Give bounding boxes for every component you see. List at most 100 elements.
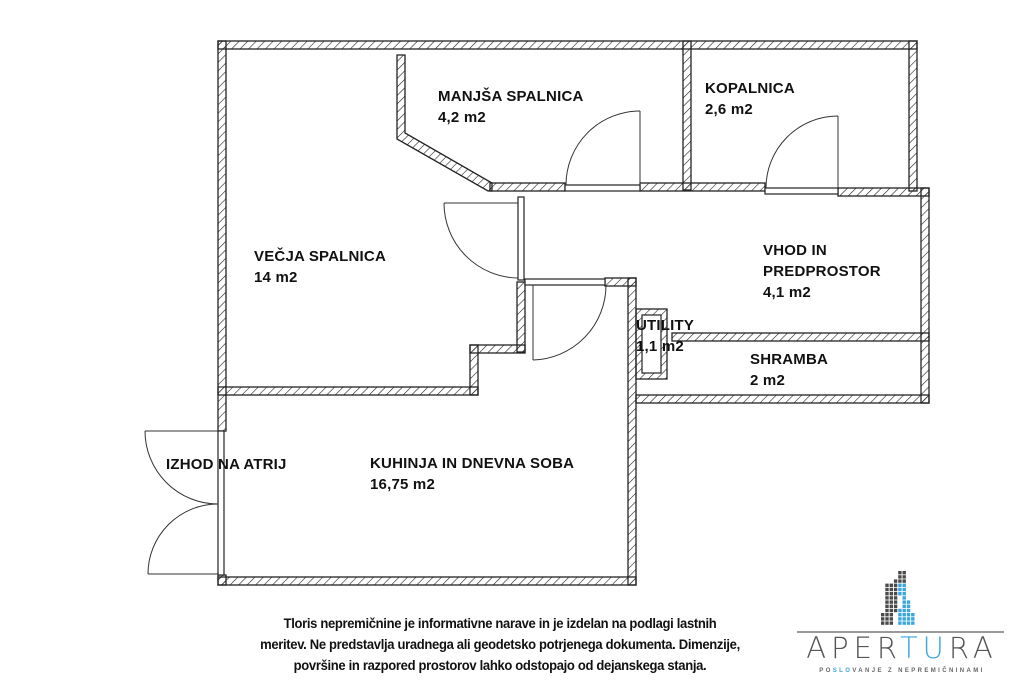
wall-left-upper bbox=[217, 40, 227, 432]
logo-pixel bbox=[906, 600, 911, 604]
logo-pixel bbox=[893, 596, 898, 600]
door-kopalnica[interactable] bbox=[765, 115, 839, 189]
door-frames bbox=[217, 184, 839, 576]
logo-pixel bbox=[898, 617, 902, 621]
logo-sub-c: VANJE Z NEPREMIČNINAMI bbox=[852, 668, 985, 674]
room-kopalnica: KOPALNICA 2,6 m2 bbox=[705, 78, 795, 120]
room-vecja-spalnica: VEČJA SPALNICA 14 m2 bbox=[254, 246, 386, 288]
door-manjsa-spalnica[interactable] bbox=[565, 110, 641, 186]
logo-pixel bbox=[885, 621, 889, 625]
room-utility: UTILITY 1,1 m2 bbox=[636, 315, 694, 357]
logo-pixel bbox=[881, 621, 885, 625]
wall-shramba-bottom bbox=[635, 394, 930, 404]
logo-pixel bbox=[906, 617, 911, 621]
room-name: VEČJA SPALNICA bbox=[254, 248, 386, 265]
room-name: SHRAMBA bbox=[750, 351, 829, 368]
logo-pixel bbox=[902, 617, 906, 621]
wall-vhod-shramba bbox=[671, 332, 930, 342]
logo-pixel bbox=[885, 600, 889, 604]
logo-pixel bbox=[902, 613, 906, 617]
wall-bedroom-bottom bbox=[217, 386, 479, 396]
logo-pixel bbox=[898, 592, 902, 596]
logo-pixel bbox=[893, 583, 898, 587]
logo-pixel bbox=[893, 600, 898, 604]
logo-pixel bbox=[889, 583, 893, 587]
logo-pixel bbox=[911, 617, 915, 621]
room-name: KOPALNICA bbox=[705, 80, 795, 97]
logo-pixel bbox=[902, 579, 906, 583]
walls bbox=[217, 40, 930, 586]
logo-pixel bbox=[906, 621, 911, 625]
logo-pixel bbox=[885, 608, 889, 613]
logo-tagline: POSLOVANJE Z NEPREMIČNINAMI bbox=[797, 667, 1007, 675]
logo-pixel bbox=[902, 608, 906, 613]
logo-word-c: RA bbox=[948, 631, 998, 665]
logo-pixel bbox=[898, 583, 902, 587]
logo-pixel bbox=[885, 587, 889, 592]
logo-pixel bbox=[906, 604, 911, 608]
room-manjsa-spalnica: MANJŠA SPALNICA 4,2 m2 bbox=[438, 86, 584, 128]
disclaimer-line3: površine in razpored prostorov lahko ods… bbox=[293, 657, 707, 673]
logo-pixel bbox=[898, 621, 902, 625]
logo-sub-a: PO bbox=[819, 668, 833, 674]
room-shramba: SHRAMBA 2 m2 bbox=[750, 349, 828, 391]
logo-pixel bbox=[889, 587, 893, 592]
logo-pixel bbox=[902, 604, 906, 608]
room-area: 1,1 m2 bbox=[636, 338, 684, 355]
logo-pixel bbox=[902, 583, 906, 587]
door-kuhinja[interactable] bbox=[532, 284, 607, 361]
room-area: 4,1 m2 bbox=[763, 284, 811, 301]
logo-pixel bbox=[898, 608, 902, 613]
room-name: UTILITY bbox=[636, 317, 695, 334]
logo-pixel bbox=[893, 579, 898, 583]
logo-pixel bbox=[911, 621, 915, 625]
door-atrij-top[interactable] bbox=[144, 430, 219, 505]
disclaimer-line1: Tloris nepremičnine je informativne nara… bbox=[283, 615, 717, 631]
room-name: IZHOD NA ATRIJ bbox=[166, 456, 287, 473]
logo-pixel bbox=[893, 604, 898, 608]
room-name: KUHINJA IN DNEVNA SOBA bbox=[370, 455, 575, 472]
logo-sub-b: SLO bbox=[832, 668, 853, 674]
logo-pixel bbox=[906, 613, 911, 617]
room-area: 16,75 m2 bbox=[370, 476, 435, 493]
logo-pixel bbox=[902, 592, 906, 596]
logo-pixel bbox=[902, 575, 906, 579]
logo-pixel bbox=[885, 613, 889, 617]
logo-pixel bbox=[885, 617, 889, 621]
logo-pixel bbox=[898, 587, 902, 592]
logo-word-b: TU bbox=[899, 631, 949, 665]
room-area: 4,2 m2 bbox=[438, 109, 486, 126]
wall-top bbox=[217, 40, 918, 50]
room-vhod-predprostor: VHOD IN PREDPROSTOR 4,1 m2 bbox=[763, 240, 881, 303]
room-kuhinja-dnevna-soba: KUHINJA IN DNEVNA SOBA 16,75 m2 bbox=[370, 453, 574, 495]
logo-pixel bbox=[889, 608, 893, 613]
door-atrij-bottom[interactable] bbox=[147, 503, 219, 575]
wall-below-bedrooms-c bbox=[837, 187, 930, 197]
logo-pixel bbox=[893, 592, 898, 596]
logo-pixel bbox=[889, 596, 893, 600]
wall-kopalnica-right bbox=[908, 40, 918, 192]
wall-vhod-right bbox=[920, 187, 930, 404]
room-area: 2,6 m2 bbox=[705, 101, 753, 118]
wall-hall-left bbox=[516, 281, 526, 353]
door-vecja-spalnica[interactable] bbox=[443, 202, 519, 279]
wall-below-bedrooms-b bbox=[639, 182, 766, 192]
logo-pixel bbox=[885, 604, 889, 608]
room-name-line1: VHOD IN bbox=[763, 242, 827, 259]
wall-diagonal bbox=[396, 54, 493, 192]
logo-pixel bbox=[898, 575, 902, 579]
wall-hall-top bbox=[604, 277, 637, 287]
logo-pixel bbox=[885, 583, 889, 587]
logo-pixel bbox=[906, 608, 911, 613]
logo-pixel bbox=[893, 608, 898, 613]
logo-pixel bbox=[889, 592, 893, 596]
logo-pixel bbox=[889, 604, 893, 608]
doors[interactable] bbox=[144, 110, 839, 575]
logo-word-a: APER bbox=[806, 631, 900, 665]
room-area: 2 m2 bbox=[750, 372, 785, 389]
logo-pixel bbox=[885, 596, 889, 600]
logo-pixel bbox=[889, 600, 893, 604]
utility-inner bbox=[641, 314, 662, 374]
logo-pixel bbox=[911, 613, 915, 617]
